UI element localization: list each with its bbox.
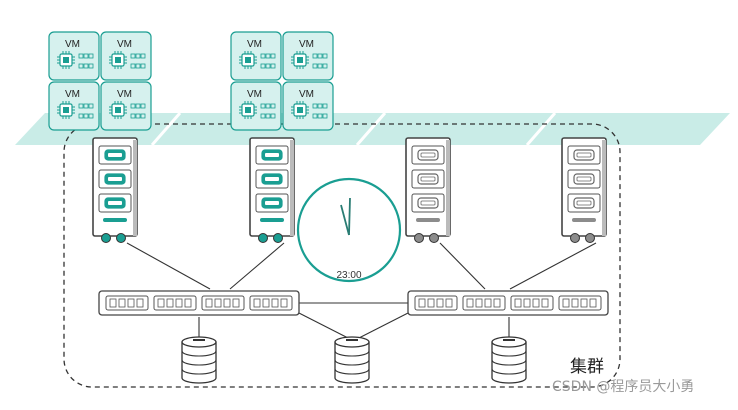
vm-tile: VM [282, 31, 334, 81]
vm-label: VM [65, 39, 80, 50]
database-icon [491, 336, 527, 384]
cluster-label: 集群 [570, 357, 604, 377]
vm-label: VM [117, 89, 132, 100]
server-rack-icon [249, 137, 295, 243]
servers [92, 137, 607, 243]
vm-label: VM [299, 39, 314, 50]
cluster-boundary [63, 123, 621, 388]
vm-tile: VM [100, 31, 152, 81]
vm-tile: VM [230, 81, 282, 131]
vm-group-right: VM VM VM VM [230, 31, 334, 131]
vm-tile: VM [48, 81, 100, 131]
database-icon [181, 336, 217, 384]
server-rack-icon [405, 137, 451, 243]
server-rack-icon [92, 137, 138, 243]
databases [181, 336, 527, 384]
watermark: CSDN @程序员大小勇 [552, 379, 695, 395]
network-links [126, 242, 597, 342]
vm-label: VM [247, 89, 262, 100]
vm-tile: VM [100, 81, 152, 131]
vm-label: VM [117, 39, 132, 50]
network-switch-icon [407, 290, 609, 316]
vm-label: VM [299, 89, 314, 100]
vm-label: VM [247, 39, 262, 50]
clock-time: 23:00 [336, 270, 361, 281]
network-switch-icon [98, 290, 300, 316]
switches [98, 290, 609, 316]
vm-tile: VM [282, 81, 334, 131]
vm-tile: VM [48, 31, 100, 81]
vm-tile: VM [230, 31, 282, 81]
vm-label: VM [65, 89, 80, 100]
database-icon [334, 336, 370, 384]
vm-group-left: VM VM VM VM [48, 31, 152, 131]
server-rack-icon [561, 137, 607, 243]
clock-icon: 23:00 [296, 177, 402, 283]
